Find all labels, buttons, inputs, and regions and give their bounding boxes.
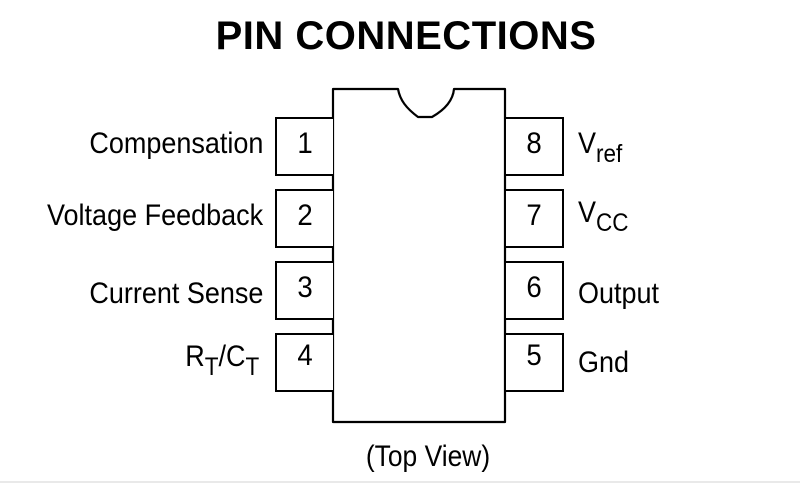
pin-label-text: /C <box>218 340 246 373</box>
pin-7-label: VCC <box>578 196 629 237</box>
pin-2-box: 2 <box>275 189 333 248</box>
chip-body-outline <box>331 87 507 424</box>
pin-8-label: Vref <box>578 127 622 168</box>
pin-4-box: 4 <box>275 333 333 392</box>
pin-8-box: 8 <box>506 117 564 176</box>
view-caption: (Top View) <box>365 440 491 473</box>
pin-3-box: 3 <box>275 261 333 320</box>
pin-number: 4 <box>297 339 313 372</box>
pin-label-text: V <box>578 196 597 229</box>
pin-number: 8 <box>526 127 542 160</box>
pin-1-box: 1 <box>275 117 333 176</box>
pin-label-text: R <box>184 340 205 373</box>
pin-label-text: Output <box>578 277 660 310</box>
pin-number: 5 <box>526 339 542 372</box>
pin-number: 3 <box>297 271 313 304</box>
pin-7-box: 7 <box>506 189 564 248</box>
pin-5-box: 5 <box>506 333 564 392</box>
pin-4-label: RT/CT <box>184 340 259 381</box>
pin-label-text: Compensation <box>88 127 263 160</box>
pin-label-text: V <box>578 127 597 160</box>
pin-1-label: Compensation <box>89 127 263 161</box>
pin-label-subscript: CC <box>596 209 629 237</box>
pin-number: 2 <box>297 199 313 232</box>
pin-number: 1 <box>297 127 313 160</box>
diagram-title: PIN CONNECTIONS <box>215 14 597 58</box>
pin-6-label: Output <box>578 277 659 311</box>
pin-label-subscript: ref <box>596 140 623 168</box>
pin-number: 7 <box>526 199 542 232</box>
pin-3-label: Current Sense <box>89 277 263 311</box>
pin-6-box: 6 <box>506 261 564 320</box>
bottom-divider <box>0 481 800 483</box>
pin-label-text: Gnd <box>578 346 630 379</box>
pin-number: 6 <box>526 271 542 304</box>
pin-label-text: Current Sense <box>88 277 263 310</box>
pin-label-subscript: T <box>245 353 259 381</box>
pin-2-label: Voltage Feedback <box>47 199 263 233</box>
pin-label-subscript: T <box>204 353 219 381</box>
pin-label-text: Voltage Feedback <box>46 199 263 232</box>
pin-5-label: Gnd <box>578 346 629 380</box>
